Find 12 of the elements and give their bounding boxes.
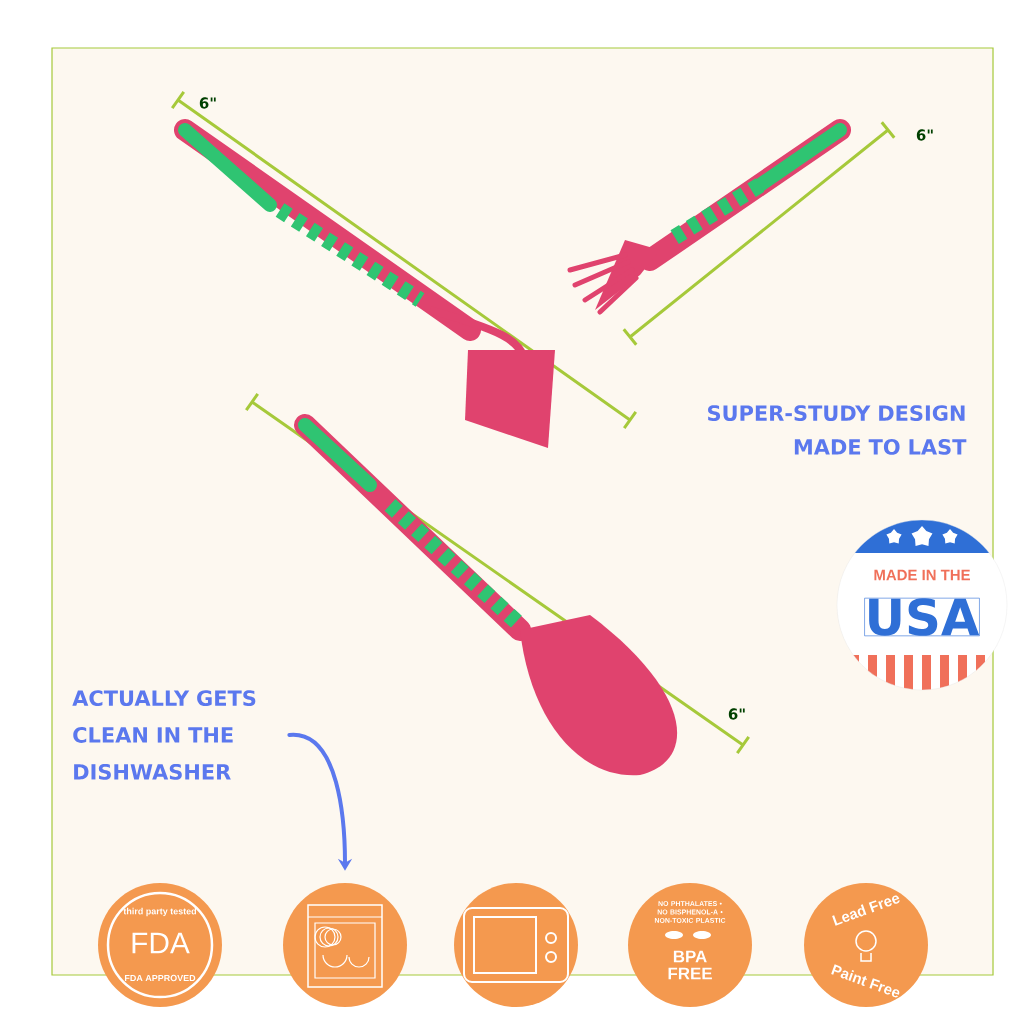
lead-free-badge: Lead Free Paint Free	[804, 883, 928, 1007]
microwave-icon	[454, 883, 578, 1007]
node-label: USA	[869, 598, 980, 636]
dimension-label: 6"	[916, 129, 933, 141]
dishwasher-icon	[283, 883, 407, 1007]
node-label: MADE IN THE	[874, 569, 970, 581]
dimension-label: 6"	[199, 97, 216, 109]
fda-badge: third party tested FDA FDA APPROVED	[98, 883, 222, 1007]
made-in-usa-badge: MADE IN THE USA	[836, 519, 1008, 691]
dimension-label: 6"	[728, 708, 745, 720]
heading: SUPER-STUDY DESIGN MADE TO LAST	[708, 405, 967, 455]
callout-text: ACTUALLY GETS CLEAN IN THE DISHWASHER	[72, 690, 256, 780]
